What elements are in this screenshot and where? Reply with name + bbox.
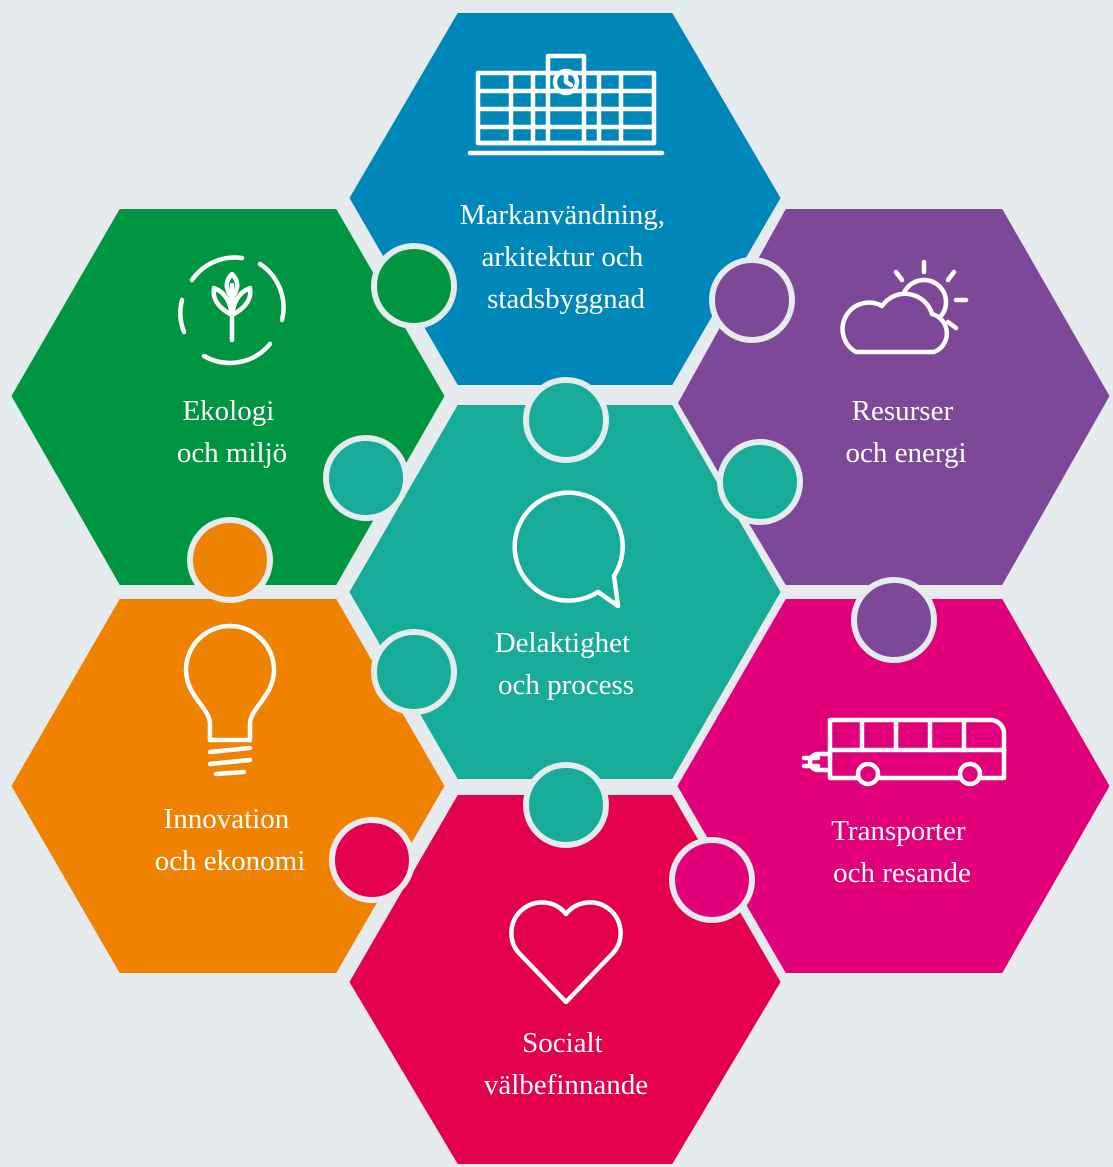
puzzle-knobs xyxy=(187,243,937,923)
sun-cloud-icon xyxy=(840,259,969,355)
knob-resurser-bottom xyxy=(851,577,937,663)
knob-delaktighet-left xyxy=(323,435,409,521)
knob-socialt xyxy=(329,817,415,903)
light-bulb-icon xyxy=(183,623,277,777)
label-innovation: Innovation och ekonomi xyxy=(155,803,306,877)
piece-delaktighet xyxy=(323,377,803,848)
label-ekologi: Ekologi och miljö xyxy=(177,395,287,469)
label-socialt: Socialt välbefinnande xyxy=(484,1027,648,1101)
knob-delaktighet-bottom xyxy=(523,762,609,848)
knob-resurser-top xyxy=(709,257,795,343)
recycle-plant-icon xyxy=(178,255,286,366)
heart-icon xyxy=(509,900,623,1005)
label-transporter: Transporter och resande xyxy=(831,815,973,889)
knob-innovation xyxy=(187,517,273,603)
knob-delaktighet-top xyxy=(523,377,609,463)
label-delaktighet: Delaktighet och process xyxy=(495,627,638,701)
label-resurser: Resurser och energi xyxy=(845,395,966,469)
knob-ekologi xyxy=(371,243,457,329)
knob-transporter xyxy=(669,837,755,923)
label-markanvandning: Markanvändning, arkitektur och stadsbygg… xyxy=(460,199,673,315)
knob-delaktighet-right xyxy=(717,439,803,525)
knob-delaktighet-left-low xyxy=(371,629,457,715)
electric-bus-icon xyxy=(801,717,1007,787)
hexagon-delaktighet xyxy=(343,399,787,785)
speech-bubble-icon xyxy=(512,490,625,609)
building-clock-icon xyxy=(467,53,665,156)
